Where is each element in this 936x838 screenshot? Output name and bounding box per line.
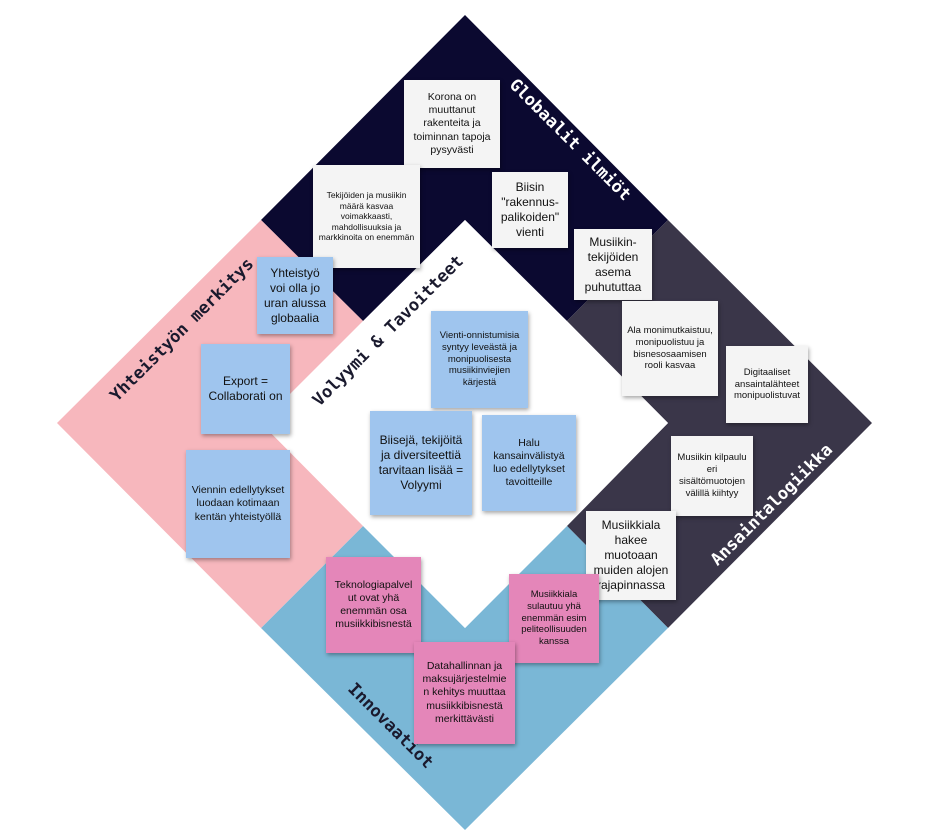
note-digitaaliset: Digitaaliset ansaintalähteet monipuolist… bbox=[726, 346, 808, 423]
note-biiseja: Biisejä, tekijöitä ja diversiteettiä tar… bbox=[370, 411, 472, 515]
note-sulautuu: Musiikkiala sulautuu yhä enemmän esim pe… bbox=[509, 574, 599, 663]
note-kilpaulu: Musiikin kilpaulu eri sisältömuotojen vä… bbox=[671, 436, 753, 516]
note-tekijoiden-maara: Tekijöiden ja musiikin määrä kasvaa voim… bbox=[313, 165, 420, 268]
note-datahallinnan: Datahallinnan ja maksujärjestelmie n keh… bbox=[414, 642, 515, 744]
note-export: Export = Collaborati on bbox=[201, 344, 290, 434]
note-asema: Musiikin-tekijöiden asema puhututtaa bbox=[574, 229, 652, 300]
note-rajapinnassa: Musiikkiala hakee muotoaan muiden alojen… bbox=[586, 511, 676, 600]
note-vienti-onnistumisia: Vienti-onnistumisia syntyy leveästä ja m… bbox=[431, 311, 528, 408]
note-korona: Korona on muuttanut rakenteita ja toimin… bbox=[404, 80, 500, 168]
note-viennin: Viennin edellytykset luodaan kotimaan ke… bbox=[186, 450, 290, 558]
note-ala-monimutkaistuu: Ala monimutkaistuu, monipuolistuu ja bis… bbox=[622, 301, 718, 396]
note-biisin-vienti: Biisin "rakennus-palikoiden" vienti bbox=[492, 172, 568, 248]
note-yhteistyo-globaalia: Yhteistyö voi olla jo uran alussa globaa… bbox=[257, 257, 333, 334]
note-teknologia: Teknologiapalvel ut ovat yhä enemmän osa… bbox=[326, 557, 421, 653]
note-halu: Halu kansainvälistyä luo edellytykset ta… bbox=[482, 415, 576, 511]
